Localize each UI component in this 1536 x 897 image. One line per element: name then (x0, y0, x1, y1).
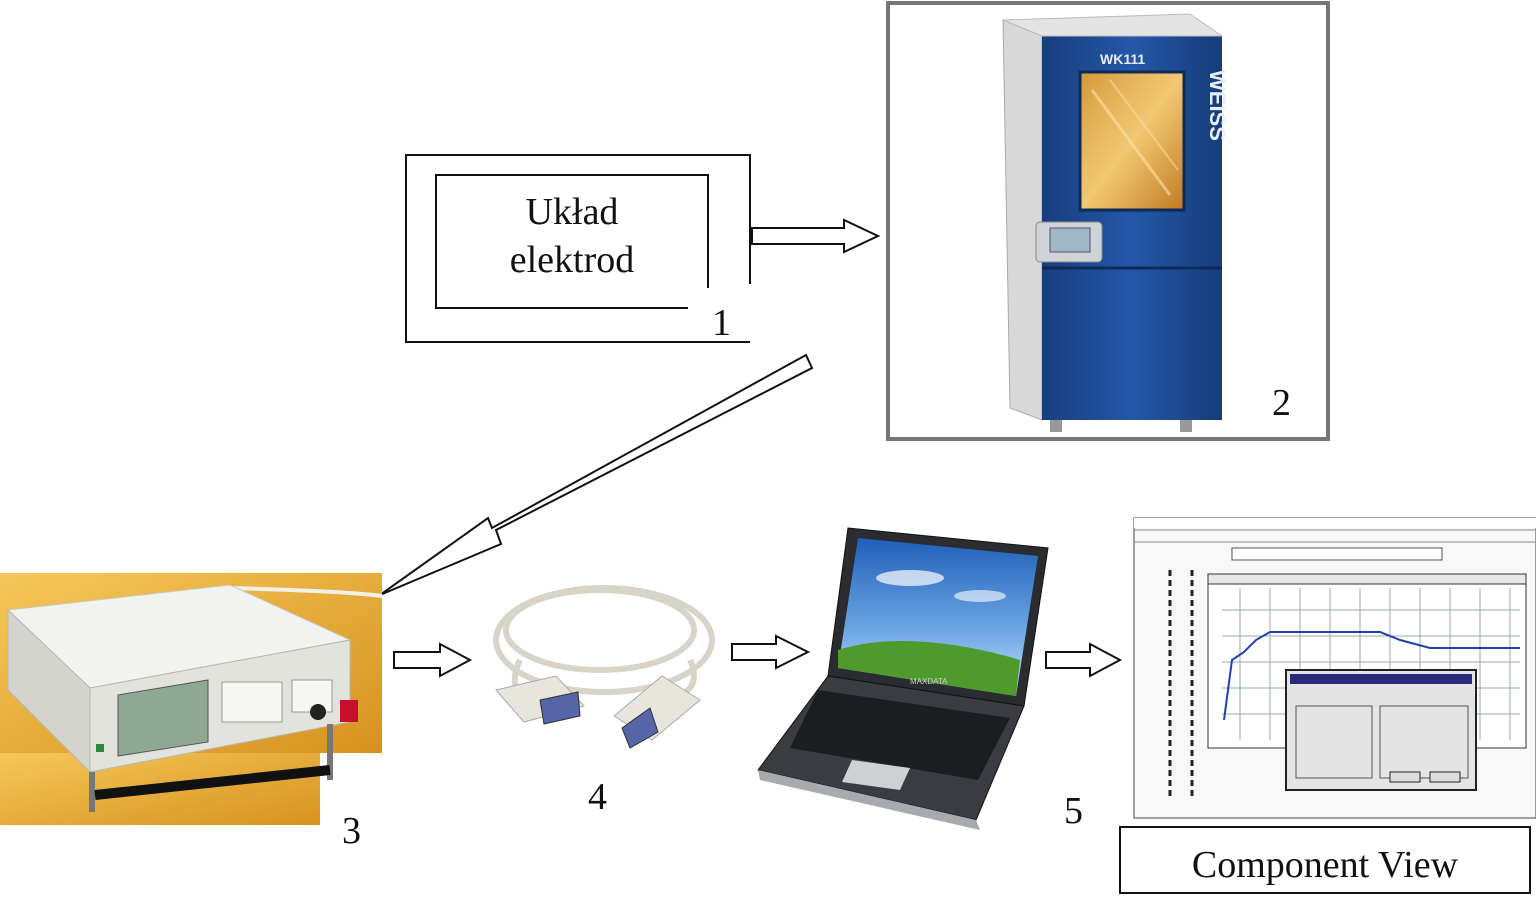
measuring-meter-image (0, 573, 383, 825)
chamber-model-text: WK111 (1100, 51, 1145, 67)
arrow-electrodes-to-meter (379, 353, 814, 596)
chamber-brand-text: WEISS (1205, 70, 1230, 141)
label-number-3: 3 (342, 810, 361, 852)
label-number-4: 4 (588, 776, 607, 818)
label-number-1: 1 (712, 302, 731, 344)
label-number-5: 5 (1064, 790, 1083, 832)
laptop-brand-text: MAXDATA (910, 677, 948, 686)
arrow-cable-to-laptop (731, 634, 811, 670)
electrode-box (405, 154, 751, 343)
software-screenshot (1133, 517, 1536, 819)
electrode-box-label: Układ elektrod (436, 188, 708, 284)
serial-connectors (495, 675, 701, 749)
arrow-laptop-to-software (1045, 642, 1123, 678)
arrow-electrodes-to-chamber (751, 218, 881, 254)
arrow-meter-to-cable (393, 642, 473, 678)
component-view-frame (1119, 826, 1531, 894)
climate-chamber-image: WK111 WEISS (1002, 13, 1230, 432)
serial-cable-image (493, 585, 715, 696)
laptop-image: MAXDATA (757, 527, 1049, 830)
label-number-2: 2 (1272, 382, 1291, 424)
component-view-caption: Component View (1191, 844, 1459, 886)
electrode-box-line1: Układ (525, 191, 619, 233)
electrode-box-line2: elektrod (509, 239, 635, 281)
